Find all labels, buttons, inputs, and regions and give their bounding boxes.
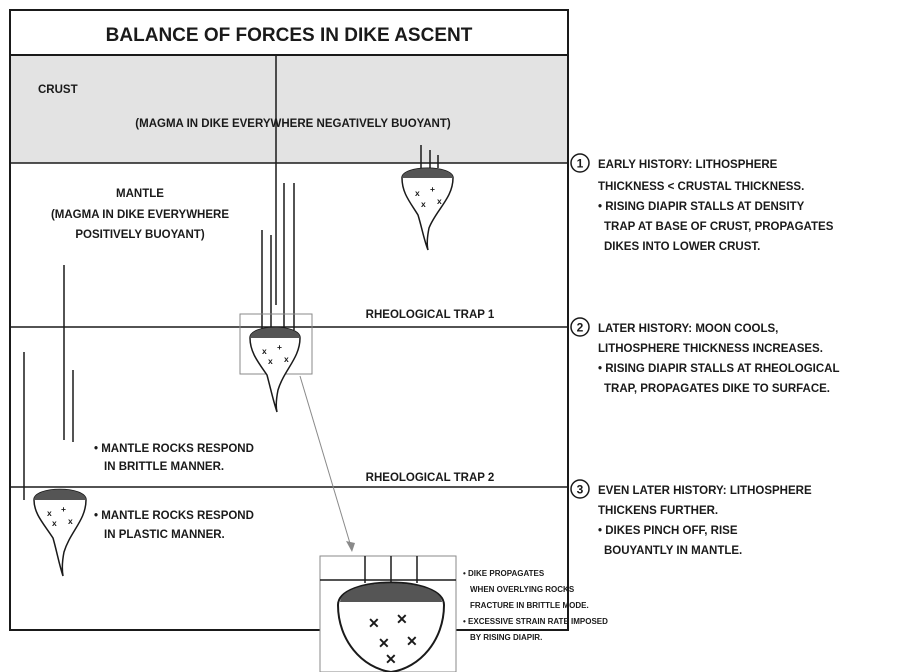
svg-text:3: 3 [577, 483, 584, 497]
history-1-line3: • RISING DIAPIR STALLS AT DENSITY [598, 201, 805, 213]
svg-text:x: x [415, 188, 420, 198]
history-3-line1: EVEN LATER HISTORY: LITHOSPHERE [598, 485, 812, 497]
svg-text:✕: ✕ [396, 611, 408, 627]
svg-text:x: x [262, 346, 267, 356]
inset-note-1: • DIKE PROPAGATES [463, 569, 545, 578]
inset-note-5: BY RISING DIAPIR. [470, 633, 542, 642]
history-2-line2: LITHOSPHERE THICKNESS INCREASES. [598, 343, 823, 355]
svg-text:x: x [421, 199, 426, 209]
history-1-line5: DIKES INTO LOWER CRUST. [604, 241, 760, 253]
diagram-frame [9, 9, 569, 631]
history-2: 2 LATER HISTORY: MOON COOLS, LITHOSPHERE… [570, 317, 839, 395]
history-2-line4: TRAP, PROPAGATES DIKE TO SURFACE. [604, 383, 830, 395]
svg-text:✕: ✕ [368, 615, 380, 631]
mantle-note-line1: (MAGMA IN DIKE EVERYWHERE [51, 209, 229, 221]
history-1-line2: THICKNESS < CRUSTAL THICKNESS. [598, 181, 804, 193]
crust-note: (MAGMA IN DIKE EVERYWHERE NEGATIVELY BUO… [135, 118, 451, 130]
svg-text:+: + [430, 184, 435, 194]
svg-text:+: + [61, 504, 66, 514]
trap-1-label: RHEOLOGICAL TRAP 1 [366, 309, 495, 321]
svg-text:x: x [47, 508, 52, 518]
zoom-arrowhead [346, 541, 355, 552]
history-3: 3 EVEN LATER HISTORY: LITHOSPHERE THICKE… [570, 479, 812, 557]
crust-layer [10, 55, 568, 163]
brittle-bullet-line2: IN BRITTLE MANNER. [104, 461, 224, 473]
history-3-line2: THICKENS FURTHER. [598, 505, 718, 517]
svg-text:+: + [277, 342, 282, 352]
svg-text:1: 1 [577, 157, 584, 171]
history-2-line3: • RISING DIAPIR STALLS AT RHEOLOGICAL [598, 363, 839, 375]
inset-note-3: FRACTURE IN BRITTLE MODE. [470, 601, 589, 610]
svg-text:x: x [437, 196, 442, 206]
inset-note-4: • EXCESSIVE STRAIN RATE IMPOSED [463, 617, 608, 626]
plastic-bullet-line1: • MANTLE ROCKS RESPOND [94, 510, 254, 522]
svg-text:x: x [284, 354, 289, 364]
inset-diapir: ✕ ✕ ✕ ✕ ✕ [319, 555, 457, 672]
diapir-even-later: x + x x [23, 265, 87, 577]
diapir-later: x + x x [239, 183, 313, 413]
history-1-line4: TRAP AT BASE OF CRUST, PROPAGATES [604, 221, 834, 233]
history-2-line1: LATER HISTORY: MOON COOLS, [598, 323, 778, 335]
svg-text:x: x [52, 518, 57, 528]
history-1: 1 EARLY HISTORY: LITHOSPHERE THICKNESS <… [570, 153, 834, 253]
svg-text:2: 2 [577, 321, 584, 335]
history-3-line3: • DIKES PINCH OFF, RISE [598, 525, 738, 537]
inset-note-2: WHEN OVERLYING ROCKS [470, 585, 575, 594]
svg-text:✕: ✕ [385, 651, 397, 667]
brittle-bullet-line1: • MANTLE ROCKS RESPOND [94, 443, 254, 455]
svg-text:✕: ✕ [406, 633, 418, 649]
plastic-bullet-line2: IN PLASTIC MANNER. [104, 529, 225, 541]
mantle-label: MANTLE [116, 188, 164, 200]
diapir-early: x + x x [401, 145, 454, 251]
mantle-note-line2: POSITIVELY BUOYANT) [75, 229, 204, 241]
trap-2-label: RHEOLOGICAL TRAP 2 [366, 472, 495, 484]
svg-text:x: x [68, 516, 73, 526]
history-3-line4: BOUYANTLY IN MANTLE. [604, 545, 742, 557]
svg-text:✕: ✕ [378, 635, 390, 651]
diagram-title: BALANCE OF FORCES IN DIKE ASCENT [106, 25, 473, 46]
svg-text:x: x [268, 356, 273, 366]
crust-label: CRUST [38, 84, 78, 96]
history-1-line1: EARLY HISTORY: LITHOSPHERE [598, 159, 778, 171]
zoom-arrow [299, 375, 353, 551]
